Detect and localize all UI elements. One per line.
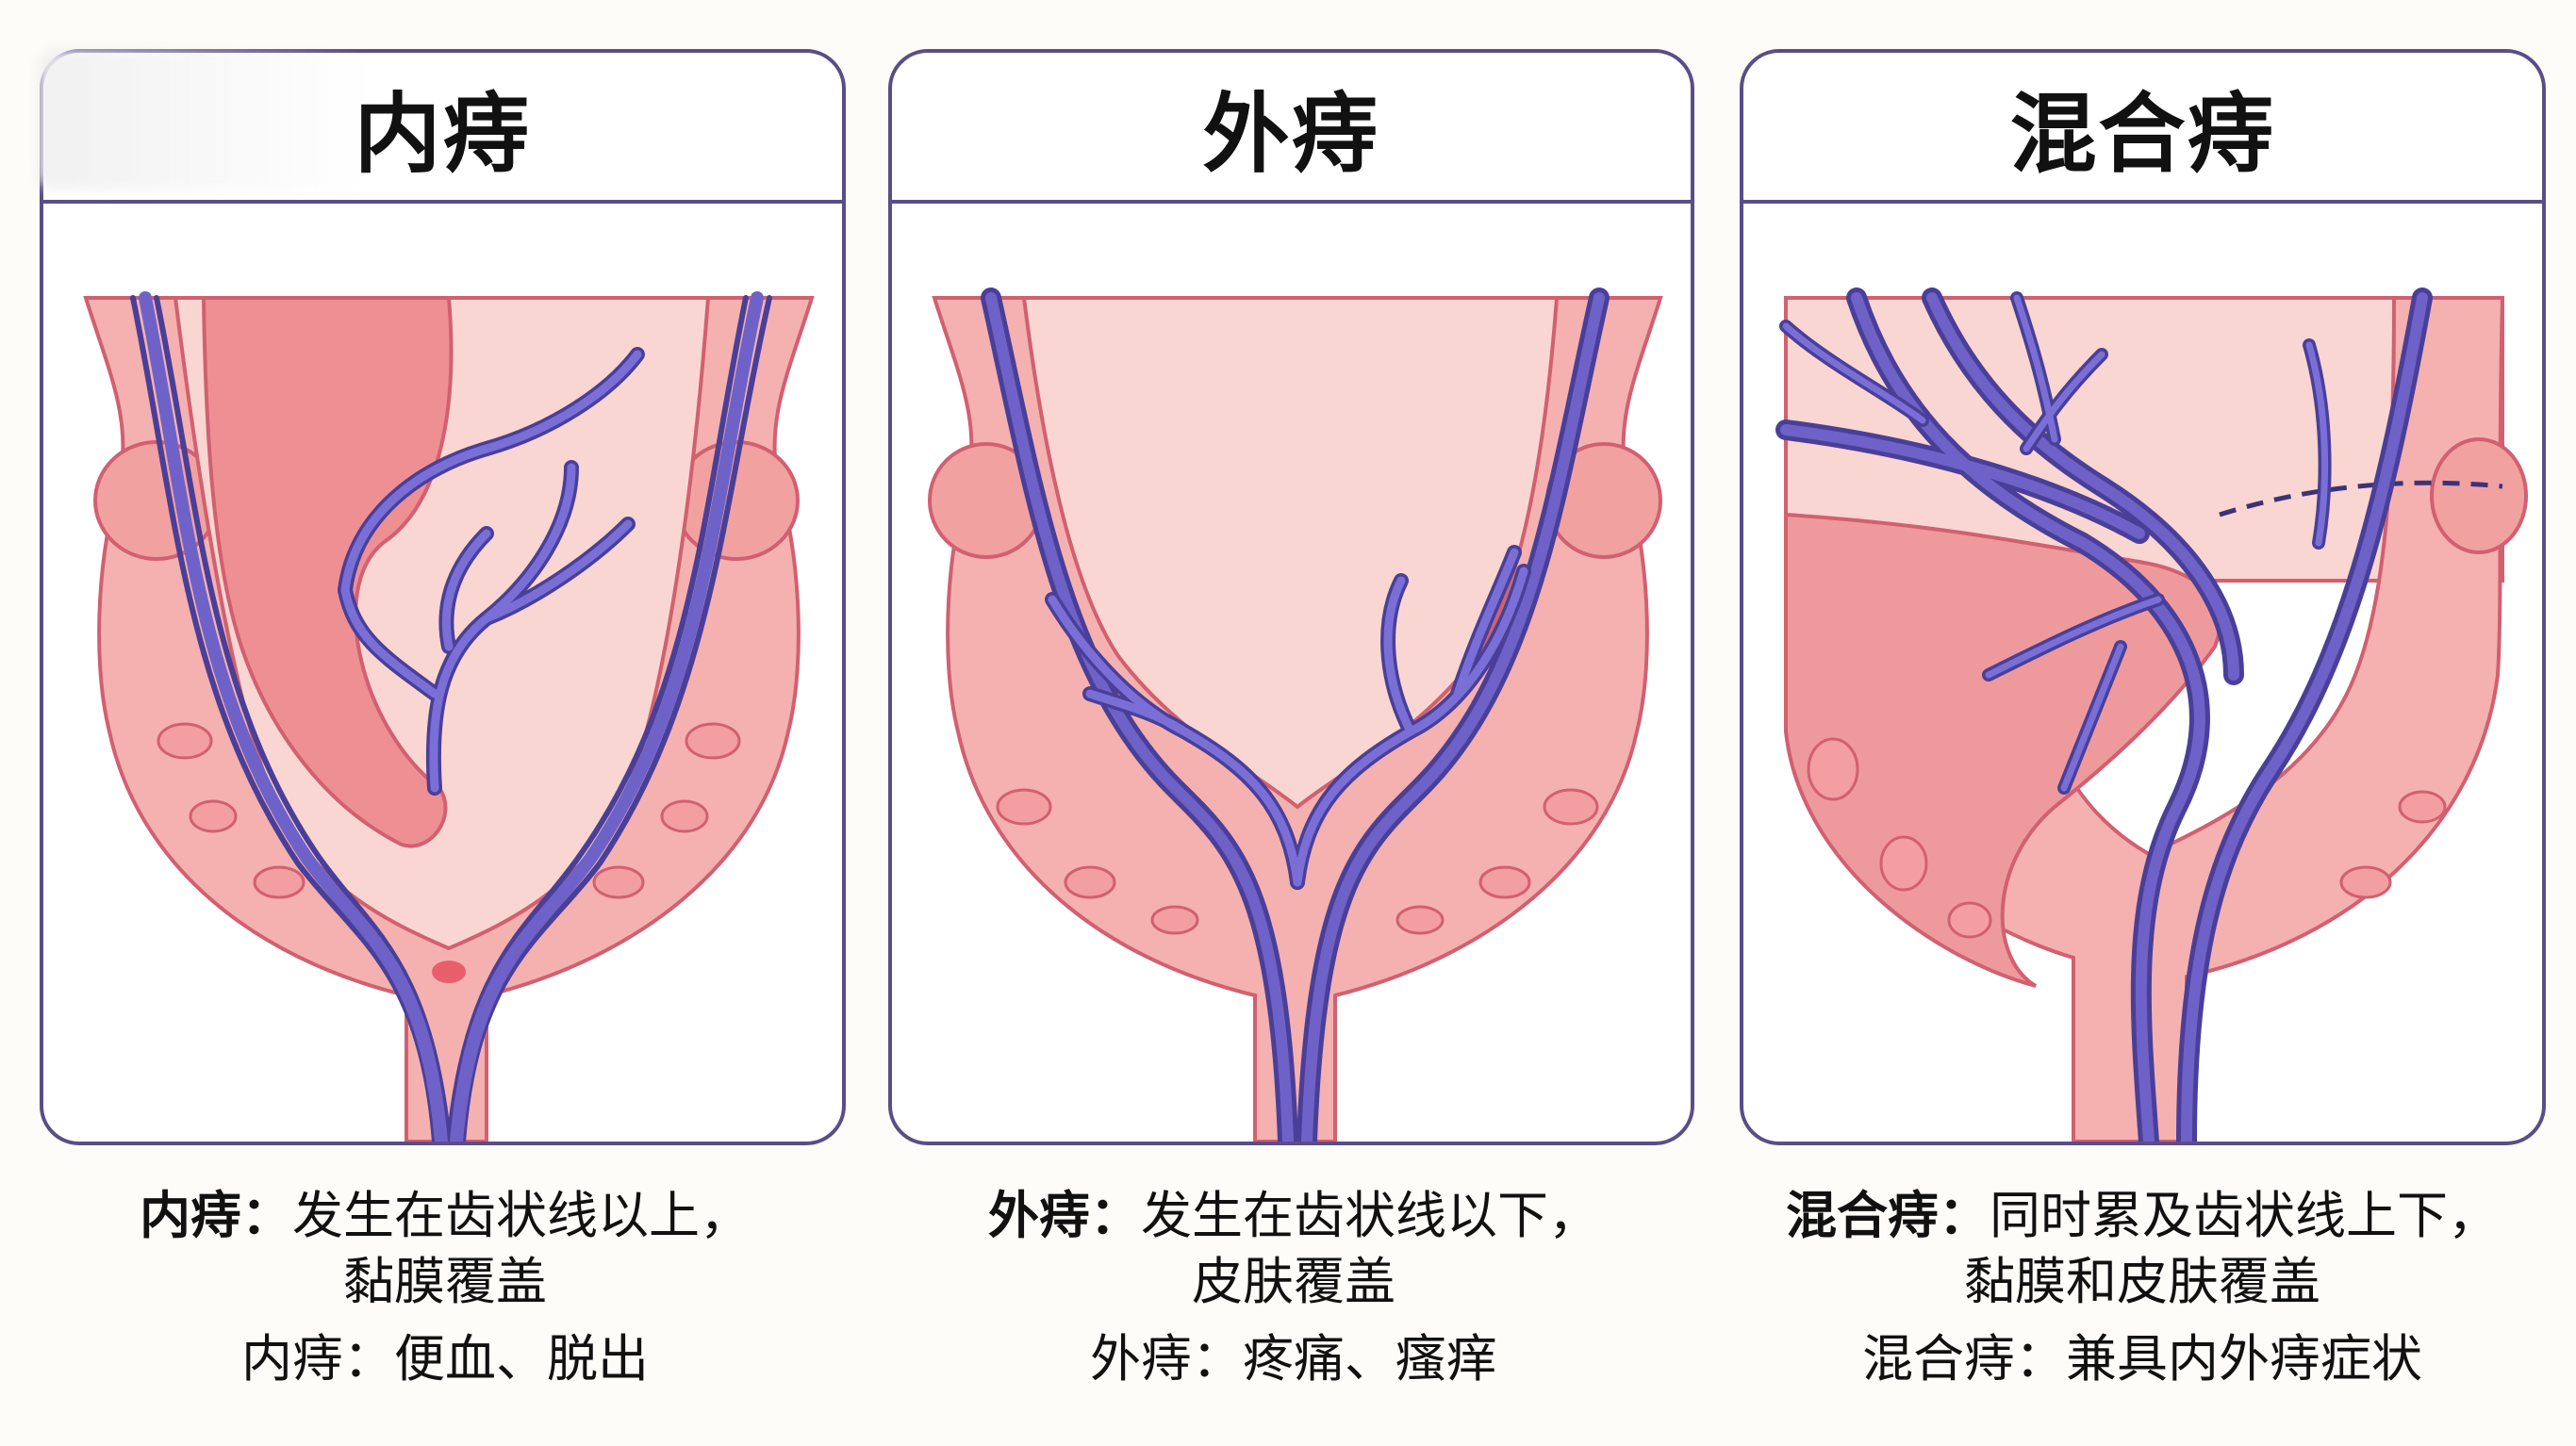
caption-definition-line2: 黏膜覆盖: [343, 1252, 547, 1311]
panel-title: 混合痔: [2009, 83, 2276, 185]
caption-symptom: 外痔：疼痛、瘙痒: [1090, 1329, 1497, 1388]
external-hemorrhoid-illustration: [928, 288, 1663, 1142]
caption-term: 混合痔：: [1786, 1186, 1990, 1245]
vein-left-outer: [130, 295, 438, 1142]
definition-line: 内痔：发生在齿状线以上，: [21, 1183, 869, 1249]
panel-header: 外痔: [892, 53, 1691, 204]
vein-right-outer: [460, 295, 772, 1142]
vein-left-inner: [154, 295, 452, 1142]
dentate-line: [2219, 480, 2503, 518]
caption-term: 外痔：: [988, 1186, 1141, 1245]
panel-external-hemorrhoid: 外痔: [888, 49, 1694, 1145]
definition-line: 外痔：发生在齿状线以下，: [869, 1183, 1718, 1249]
external-sphincter-right: [2430, 437, 2528, 554]
panel-mixed-hemorrhoid: 混合痔: [1740, 49, 2546, 1145]
definition-line: 混合痔：同时累及齿状线上下，: [1718, 1183, 2567, 1249]
caption-term: 内痔：: [140, 1186, 292, 1245]
mixed-hemorrhoid-illustration: [1775, 288, 2528, 1142]
panel-internal-hemorrhoid: 内痔: [40, 49, 846, 1145]
caption-mixed: 混合痔：同时累及齿状线上下， 黏膜和皮肤覆盖 混合痔：兼具内外痔症状: [1718, 1183, 2567, 1392]
caption-symptom: 内痔：便血、脱出: [241, 1329, 649, 1388]
caption-definition: 发生在齿状线以上，: [292, 1186, 751, 1245]
panel-title: 外痔: [1202, 83, 1380, 185]
vein-right-inner: [446, 295, 749, 1142]
caption-external: 外痔：发生在齿状线以下， 皮肤覆盖 外痔：疼痛、瘙痒: [869, 1183, 1718, 1392]
caption-definition-line2: 皮肤覆盖: [1192, 1252, 1395, 1311]
watermark-logo: [38, 49, 368, 190]
anal-opening: [432, 961, 466, 983]
panel-header: 混合痔: [1743, 53, 2542, 204]
caption-symptom: 混合痔：兼具内外痔症状: [1862, 1329, 2422, 1388]
caption-definition: 发生在齿状线以下，: [1141, 1186, 1599, 1245]
caption-definition-line2: 黏膜和皮肤覆盖: [1964, 1252, 2320, 1311]
hemorrhoid-mass: [201, 296, 454, 848]
panel-title: 内痔: [354, 83, 532, 185]
internal-hemorrhoid-illustration: [83, 291, 815, 1142]
panel-header: 内痔: [43, 53, 842, 204]
caption-definition: 同时累及齿状线上下，: [1990, 1186, 2499, 1245]
caption-internal: 内痔：发生在齿状线以上， 黏膜覆盖 内痔：便血、脱出: [21, 1183, 869, 1392]
